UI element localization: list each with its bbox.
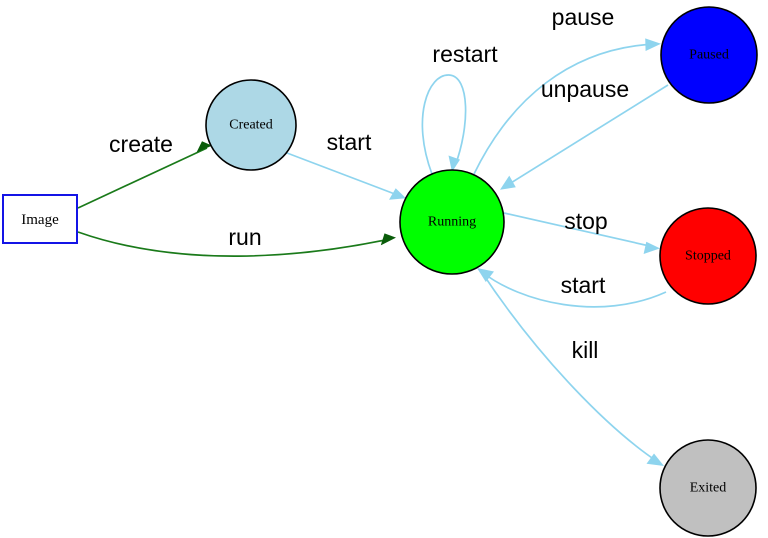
edge-start-stopped-running: start <box>477 268 667 308</box>
edge-stop-arrowhead <box>643 241 660 254</box>
edge-start-created-running: start <box>286 129 406 200</box>
node-image-label: Image <box>21 212 59 228</box>
node-image-rect[interactable] <box>2 194 78 244</box>
edge-label-restart: restart <box>432 41 498 67</box>
edge-label-start-created: start <box>327 129 372 155</box>
node-running-circle[interactable] <box>399 169 505 275</box>
edge-label-create: create <box>109 131 173 157</box>
node-paused-label: Paused <box>689 48 729 63</box>
edge-label-run: run <box>228 224 261 250</box>
edge-label-unpause: unpause <box>541 76 629 102</box>
edge-label-stop: stop <box>564 208 607 234</box>
node-exited-label: Exited <box>690 481 727 496</box>
edge-kill-path <box>480 270 659 463</box>
edge-restart-path <box>421 74 467 175</box>
edge-start1-arrowhead <box>389 188 406 200</box>
edge-kill: kill <box>480 270 664 466</box>
edge-pause-path <box>473 43 656 175</box>
node-created-label: Created <box>229 118 273 133</box>
edge-restart-arrowhead <box>448 155 460 172</box>
node-stopped-circle[interactable] <box>659 207 757 305</box>
edge-restart-self-loop: restart <box>421 41 498 175</box>
node-paused-circle[interactable] <box>660 6 758 104</box>
edge-unpause-path <box>505 84 669 187</box>
edge-stop-path <box>503 212 655 248</box>
edge-kill-arrowhead <box>646 453 664 466</box>
edge-unpause: unpause <box>500 76 669 190</box>
node-paused[interactable]: Paused <box>660 6 758 104</box>
edge-label-kill: kill <box>572 337 599 363</box>
edge-label-start-stopped: start <box>561 272 606 298</box>
edge-run-arrowhead <box>380 233 396 246</box>
node-created[interactable]: Created <box>205 79 297 171</box>
edge-start1-path <box>286 152 401 197</box>
edge-create-arrowhead <box>196 141 212 153</box>
node-stopped-label: Stopped <box>685 249 731 264</box>
edge-stop: stop <box>503 208 660 254</box>
node-exited[interactable]: Exited <box>659 439 757 537</box>
edge-start2-arrowhead <box>477 268 494 282</box>
edge-unpause-arrowhead <box>500 175 516 190</box>
node-stopped[interactable]: Stopped <box>659 207 757 305</box>
edge-label-pause: pause <box>552 4 615 30</box>
edge-run: run <box>77 224 396 257</box>
node-running[interactable]: Running <box>399 169 505 275</box>
edge-pause: pause <box>473 4 661 175</box>
edge-pause-arrowhead <box>645 38 661 51</box>
node-image[interactable]: Image <box>2 194 78 244</box>
node-created-circle[interactable] <box>205 79 297 171</box>
edge-start2-path <box>481 271 667 308</box>
node-exited-circle[interactable] <box>659 439 757 537</box>
edge-create-path <box>77 147 208 209</box>
node-running-label: Running <box>428 215 476 230</box>
edge-create: create <box>77 131 212 209</box>
edge-run-path <box>77 231 391 257</box>
